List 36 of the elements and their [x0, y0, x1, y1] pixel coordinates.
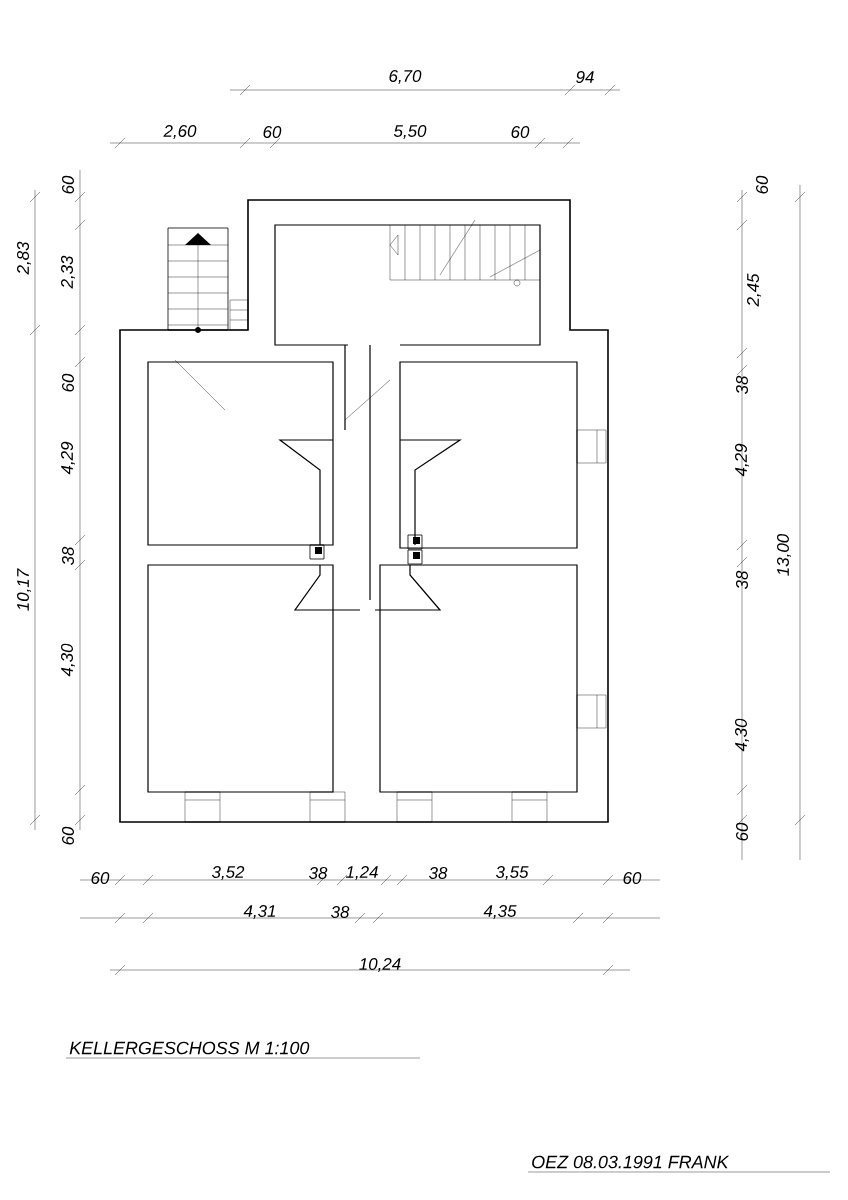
dimension-text: 60	[62, 826, 74, 845]
dimension-text: 6,70	[389, 70, 422, 84]
dimension-text: 38	[736, 375, 748, 394]
dimension-text: 2,83	[17, 241, 31, 275]
dimension-text: 5,50	[393, 125, 427, 139]
dimension-text: 60	[263, 126, 282, 138]
dimension-text: 38	[736, 570, 748, 589]
dimension-text: 38	[308, 867, 328, 879]
dimension-text: 60	[62, 373, 74, 392]
dimension-text: 38	[330, 906, 350, 918]
drawing-title: KELLERGESCHOSS M 1:100	[69, 1041, 310, 1055]
dimension-text: 1,24	[345, 866, 378, 880]
dimension-text: 38	[62, 546, 74, 565]
dimension-text: 2,33	[61, 255, 75, 289]
dimension-text: 38	[428, 867, 448, 879]
dimension-text: 94	[576, 71, 594, 83]
dimension-text: 10,24	[359, 958, 401, 972]
dimension-text: 4,30	[735, 718, 749, 752]
dimension-text: 60	[91, 872, 110, 884]
dimension-text: 4,31	[243, 905, 276, 919]
dimension-text: 60	[511, 126, 530, 138]
signature-text: OEZ 08.03.1991 FRANK	[532, 1155, 730, 1169]
dimension-text: 4,29	[61, 441, 75, 475]
dimension-text: 4,30	[61, 643, 75, 677]
dimension-text: 10,17	[17, 568, 31, 611]
dimension-text: 60	[62, 175, 74, 194]
dimension-text: 4,35	[483, 905, 517, 919]
dimension-text: 4,29	[735, 443, 749, 477]
dimension-text: 3,52	[211, 866, 245, 880]
dimension-text: 3,55	[495, 866, 529, 880]
dimension-text: 2,45	[747, 273, 761, 307]
dimension-text: 60	[756, 175, 768, 194]
dimension-text: 60	[623, 872, 642, 884]
dimension-text: 60	[736, 822, 748, 841]
dimension-text: 2,60	[163, 125, 197, 139]
dimension-text: 13,00	[777, 533, 791, 576]
